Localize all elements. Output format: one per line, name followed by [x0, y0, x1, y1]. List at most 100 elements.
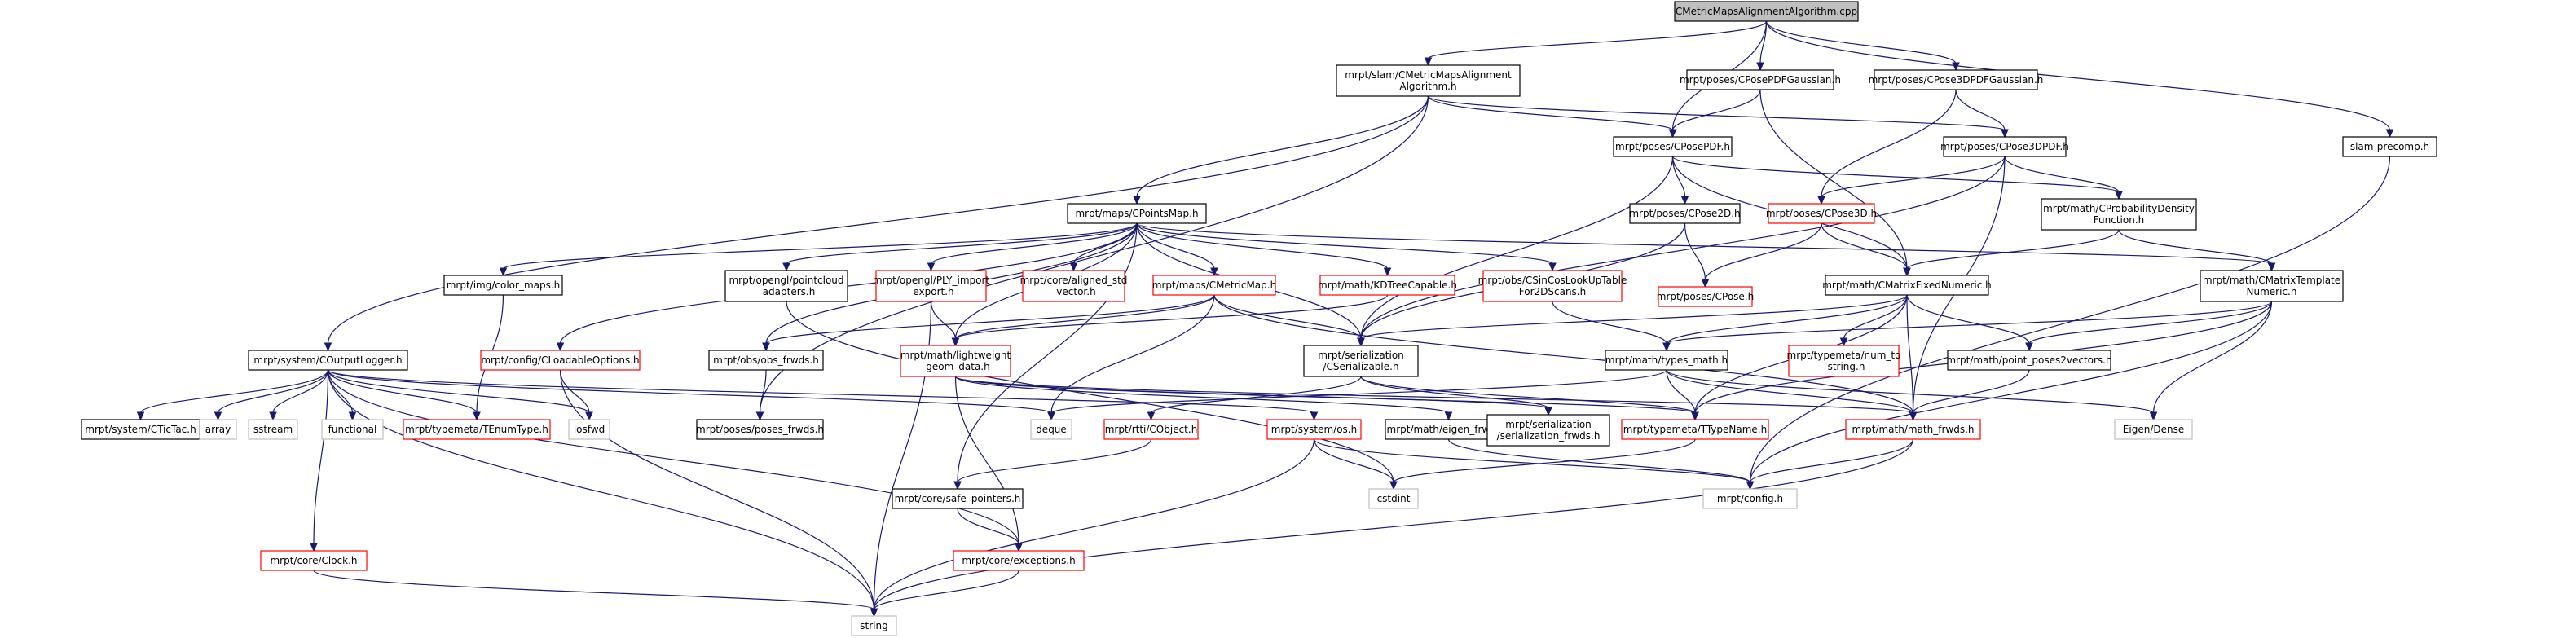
node-eigendense: Eigen/Dense: [2114, 419, 2193, 440]
edge-typesmath-to-deque: [1047, 369, 1667, 421]
node-cloadable[interactable]: mrpt/config/CLoadableOptions.h: [480, 350, 641, 371]
edge-cpose2d-to-cpose: [1684, 222, 1710, 288]
edge-cloadable-to-iosfwd: [559, 369, 593, 421]
node-box: [1874, 69, 2038, 90]
node-slampre[interactable]: slam-precomp.h: [2342, 136, 2437, 157]
node-numtostr[interactable]: mrpt/typemeta/num_to_string.h: [1787, 345, 1901, 377]
edge-lwgeom-to-mathfrwds: [954, 376, 1918, 421]
edge-mathfrwds-to-config: [1746, 438, 1914, 491]
edge-cserial-to-serfrwds: [1360, 376, 1552, 416]
node-serfrwds[interactable]: mrpt/serialization/serialization_frwds.h: [1486, 414, 1610, 447]
node-box: [1030, 419, 1072, 440]
node-kdtree[interactable]: mrpt/math/KDTreeCapable.h: [1318, 275, 1457, 296]
edge-cposepdf-to-cpose2d: [1671, 156, 1689, 205]
node-box: [321, 419, 384, 440]
node-root[interactable]: CMetricMapsAlignmentAlgorithm.cpp: [1674, 1, 1859, 22]
node-posesfrwds[interactable]: mrpt/poses/poses_frwds.h: [696, 419, 824, 440]
node-coutlog[interactable]: mrpt/system/COutputLogger.h: [248, 350, 408, 371]
edge-cmattempl-to-pointposes: [2025, 301, 2273, 352]
edge-cmaa-to-cpointsmap: [1133, 95, 1429, 205]
edge-root-to-slampre: [1765, 20, 2394, 139]
edge-cmatfixed-to-mathfrwds: [1906, 294, 1918, 421]
edge-cserial-to-crtti: [1147, 376, 1362, 421]
edge-csincos-to-typesmath: [1552, 301, 1671, 352]
edge-cpointsmap-to-kdtree: [1136, 222, 1392, 277]
edge-safeptr-to-exceptions: [957, 508, 1023, 552]
node-cpose[interactable]: mrpt/poses/CPose.h: [1657, 286, 1754, 307]
node-label-line: /CSerializable.h: [1323, 361, 1398, 372]
edge-cprobdens-to-cmattempl: [2118, 229, 2276, 272]
node-box: [1605, 350, 1728, 371]
node-label-line: mrpt/math/lightweight: [900, 350, 1011, 361]
node-label-line: mrpt/core/aligned_std: [1020, 275, 1128, 286]
edge-cpointsmap-to-alignedvec: [1069, 222, 1138, 272]
node-label-line: Function.h: [2094, 214, 2144, 226]
node-safeptr[interactable]: mrpt/core/safe_pointers.h: [892, 488, 1024, 509]
node-box: [892, 488, 1024, 509]
node-cserial[interactable]: mrpt/serialization/CSerializable.h: [1303, 345, 1419, 377]
node-lwgeom[interactable]: mrpt/math/lightweight_geom_data.h: [900, 345, 1011, 377]
node-cposepdf[interactable]: mrpt/poses/CPosePDF.h: [1613, 136, 1733, 157]
node-cpose3dpdfg[interactable]: mrpt/poses/CPose3DPDFGaussian.h: [1869, 69, 2044, 90]
node-exceptions[interactable]: mrpt/core/exceptions.h: [953, 550, 1085, 571]
edge-lwgeom-to-exceptions: [954, 376, 1023, 552]
edge-typesmath-to-eigendense: [1666, 369, 2158, 421]
node-ttypename[interactable]: mrpt/typemeta/TTypeName.h: [1621, 419, 1769, 440]
node-label-line: mrpt/poses/CPose3D.h: [1766, 208, 1877, 219]
node-layer: CMetricMapsAlignmentAlgorithm.cpp mrpt/sl…: [81, 1, 2437, 636]
edge-lwgeom-to-eigenfrwds: [954, 376, 1453, 421]
node-alignedvec[interactable]: mrpt/core/aligned_std_vector.h: [1020, 270, 1128, 302]
node-box: [480, 350, 641, 371]
node-cpointsmap[interactable]: mrpt/maps/CPointsMap.h: [1067, 203, 1207, 224]
node-box: [1303, 345, 1419, 377]
node-systemos[interactable]: mrpt/system/os.h: [1266, 419, 1362, 440]
node-plyexport[interactable]: mrpt/opengl/PLY_import_export.h: [873, 270, 990, 302]
edge-cserial-to-ttypename: [1360, 376, 1699, 421]
node-cpose2d[interactable]: mrpt/poses/CPose2D.h: [1629, 203, 1741, 224]
node-cmaa[interactable]: mrpt/slam/CMetricMapsAlignmentAlgorithm.…: [1336, 64, 1521, 97]
node-box: [1943, 136, 2067, 157]
node-label-line: mrpt/core/Clock.h: [270, 555, 357, 566]
node-typesmath[interactable]: mrpt/math/types_math.h: [1605, 350, 1728, 371]
edge-cpointsmap-to-cmetricmap: [1136, 222, 1218, 277]
node-pcadapters[interactable]: mrpt/opengl/pointcloud_adapters.h: [724, 270, 848, 302]
edge-layer: [136, 20, 2394, 618]
edge-cpointsmap-to-csincos: [1136, 222, 1557, 272]
node-label-line: mrpt/serialization: [1505, 419, 1592, 430]
node-label-line: mrpt/math/KDTreeCapable.h: [1318, 279, 1457, 291]
node-crtti[interactable]: mrpt/rtti/CObject.h: [1103, 419, 1199, 440]
node-cpose3d[interactable]: mrpt/poses/CPose3D.h: [1766, 203, 1877, 224]
node-cmatfixed[interactable]: mrpt/math/CMatrixFixedNumeric.h: [1822, 275, 1992, 296]
node-mathfrwds[interactable]: mrpt/math/math_frwds.h: [1845, 419, 1981, 440]
node-cposepdfg[interactable]: mrpt/poses/CPosePDFGaussian.h: [1680, 69, 1841, 90]
edge-cmatfixed-to-numtostr: [1839, 294, 1908, 347]
node-box: [1768, 203, 1875, 224]
node-label-line: For2DScans.h: [1519, 286, 1586, 297]
edge-typesmath-to-ttypename: [1666, 369, 1699, 421]
node-box: [1629, 203, 1741, 224]
node-label-line: slam-precomp.h: [2350, 141, 2429, 152]
node-string: string: [851, 615, 897, 636]
node-label-line: mrpt/poses/CPose2D.h: [1629, 208, 1740, 219]
node-pointposes[interactable]: mrpt/math/point_poses2vectors.h: [1946, 350, 2112, 371]
node-colormaps[interactable]: mrpt/img/color_maps.h: [443, 275, 563, 296]
node-box: [2041, 198, 2197, 231]
node-clock[interactable]: mrpt/core/Clock.h: [260, 550, 368, 571]
node-cmetricmap[interactable]: mrpt/maps/CMetricMap.h: [1152, 275, 1276, 296]
edge-coutlog-to-clock: [310, 369, 329, 552]
edge-cmatfixed-to-cserial: [1357, 294, 1908, 347]
node-box: [1658, 286, 1753, 307]
edge-coutlog-to-ctictac: [136, 369, 329, 421]
node-obsfrwds[interactable]: mrpt/obs/obs_frwds.h: [708, 350, 824, 371]
node-ctictac[interactable]: mrpt/system/CTicTac.h: [81, 419, 200, 440]
node-tenumtype[interactable]: mrpt/typemeta/TEnumType.h: [403, 419, 551, 440]
edge-cposepdfg-to-cposepdf: [1668, 89, 1761, 139]
edge-pointposes-to-mathfrwds: [1909, 369, 2030, 421]
node-label-line: _string.h: [1822, 361, 1865, 372]
node-box: [1067, 203, 1207, 224]
node-box: [81, 419, 200, 440]
node-cpose3dpdf[interactable]: mrpt/poses/CPose3DPDF.h: [1940, 136, 2069, 157]
